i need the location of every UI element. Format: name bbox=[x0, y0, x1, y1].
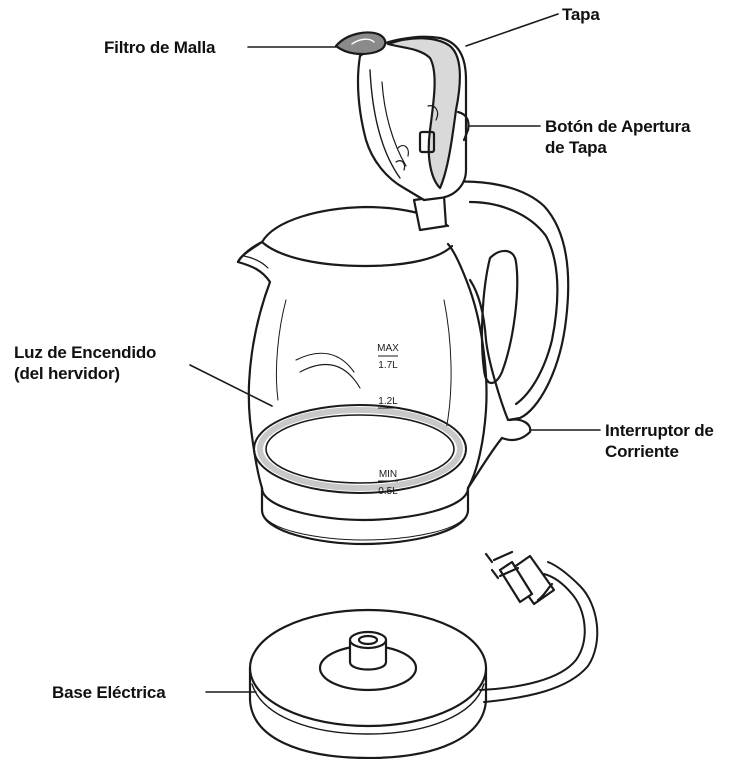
label-tapa: Tapa bbox=[562, 4, 600, 25]
jug-handle bbox=[446, 180, 570, 490]
label-base-text: Base Eléctrica bbox=[52, 683, 166, 702]
label-tapa-text: Tapa bbox=[562, 5, 600, 24]
leader-tapa bbox=[465, 13, 559, 47]
label-filtro-text: Filtro de Malla bbox=[104, 38, 216, 57]
power-cord bbox=[479, 573, 586, 691]
label-luz-de-encendido: Luz de Encendido (del hervidor) bbox=[14, 342, 156, 384]
jug-bottom-ring bbox=[260, 486, 470, 546]
jug-body bbox=[236, 205, 488, 490]
label-luz-line2: (del hervidor) bbox=[14, 364, 120, 383]
label-interruptor-de-corriente: Interruptor de Corriente bbox=[605, 420, 714, 462]
mid-volume-label: 1.2L bbox=[378, 396, 398, 407]
min-volume-label: 0.5L bbox=[378, 486, 398, 497]
lid bbox=[334, 31, 470, 232]
label-boton-line1: Botón de Apertura bbox=[545, 117, 691, 136]
power-switch bbox=[500, 418, 532, 442]
max-label: MAX bbox=[377, 343, 399, 354]
mesh-filter bbox=[334, 31, 387, 56]
electric-base bbox=[248, 550, 599, 759]
leader-luz bbox=[189, 364, 273, 407]
label-filtro-de-malla: Filtro de Malla bbox=[104, 37, 215, 58]
label-base-electrica: Base Eléctrica bbox=[52, 682, 166, 703]
label-luz-line1: Luz de Encendido bbox=[14, 343, 157, 362]
power-plug bbox=[484, 550, 556, 606]
label-boton-apertura-tapa: Botón de Apertura de Tapa bbox=[545, 116, 690, 158]
label-interruptor-line2: Corriente bbox=[605, 442, 679, 461]
max-volume-label: 1.7L bbox=[378, 360, 398, 371]
label-boton-line2: de Tapa bbox=[545, 138, 607, 157]
power-light-ring bbox=[253, 404, 467, 494]
min-label: MIN bbox=[379, 469, 397, 480]
leader-lines bbox=[189, 13, 601, 693]
label-interruptor-line1: Interruptor de bbox=[605, 421, 714, 440]
volume-markings: MAX 1.7L 1.2L MIN 0.5L bbox=[377, 343, 399, 497]
lid-release-button bbox=[456, 110, 470, 142]
